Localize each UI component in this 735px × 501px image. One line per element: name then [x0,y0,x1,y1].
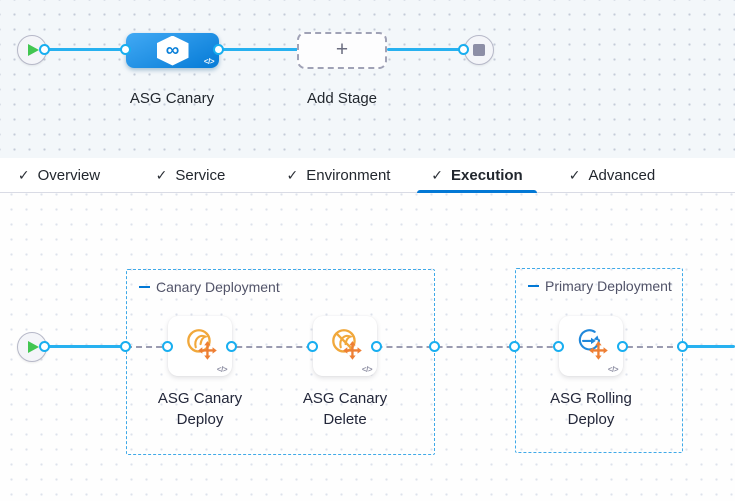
step-group-primary-deployment: Primary Deployment [515,268,683,453]
connector-line [45,48,127,51]
connector-line [387,48,465,51]
tab-environment[interactable]: ✓ Environment [270,158,407,193]
connector-port[interactable] [120,341,131,352]
tab-overview[interactable]: ✓ Overview [0,158,118,193]
add-stage-button[interactable]: + [297,32,387,69]
connector-port[interactable] [226,341,237,352]
connector-port[interactable] [39,341,50,352]
cd-infinity-hexagon-icon: ∞ [156,35,189,66]
plus-icon: + [335,38,349,61]
connector-line-dashed [126,346,683,348]
connector-port[interactable] [39,44,50,55]
connector-port[interactable] [458,44,469,55]
group-dash-icon [139,286,150,288]
tab-label: Execution [451,167,523,184]
tab-execution[interactable]: ✓ Execution [417,158,537,193]
step-asg-canary-deploy[interactable]: </> [168,316,232,376]
asg-canary-deploy-icon [187,329,217,360]
stage-node-asg-canary[interactable]: ∞ </> [126,33,219,68]
asg-canary-delete-icon [332,329,362,360]
step-label: ASG Canary Delete [302,390,388,428]
step-asg-rolling-deploy[interactable]: </> [559,316,623,376]
tab-label: Environment [306,167,391,184]
step-label: ASG Rolling Deploy [550,390,632,428]
connector-line [45,345,126,348]
connector-port[interactable] [307,341,318,352]
connector-port[interactable] [371,341,382,352]
tab-service[interactable]: ✓ Service [142,158,239,193]
tab-label: Advanced [588,167,656,184]
connector-port[interactable] [509,341,520,352]
tab-label: Overview [37,167,101,184]
connector-port[interactable] [553,341,564,352]
check-icon: ✓ [155,167,168,183]
step-group-header[interactable]: Primary Deployment [528,278,682,294]
connector-port[interactable] [429,341,440,352]
check-icon: ✓ [17,167,30,183]
execution-graph-canvas[interactable]: Canary Deployment Primary Deployment [0,193,735,501]
tab-label: Service [175,167,226,184]
stop-icon [473,44,485,56]
step-group-canary-deployment: Canary Deployment [126,269,435,455]
yaml-code-icon[interactable]: </> [203,57,215,66]
play-icon [28,44,39,56]
step-group-title: Canary Deployment [156,279,280,295]
move-arrows-icon [589,341,608,360]
check-icon: ✓ [286,167,299,183]
asg-rolling-deploy-icon [578,329,608,360]
check-icon: ✓ [431,167,444,183]
connector-line [219,48,298,51]
stage-graph-canvas[interactable]: ∞ </> ASG Canary + Add Stage [0,0,735,158]
step-group-title: Primary Deployment [545,278,672,294]
check-icon: ✓ [568,167,581,183]
yaml-code-icon[interactable]: </> [361,365,373,374]
yaml-code-icon[interactable]: </> [607,365,619,374]
connector-line [683,345,735,348]
tab-advanced[interactable]: ✓ Advanced [554,158,670,193]
step-asg-canary-delete[interactable]: </> [313,316,377,376]
pipeline-end-node[interactable] [464,35,494,65]
connector-port[interactable] [162,341,173,352]
connector-port[interactable] [120,44,131,55]
yaml-code-icon[interactable]: </> [216,365,228,374]
move-arrows-icon [198,341,217,360]
stage-label: ASG Canary [129,90,215,107]
step-label: ASG Canary Deploy [157,390,243,428]
play-icon [28,341,39,353]
connector-port[interactable] [213,44,224,55]
group-dash-icon [528,285,539,287]
add-stage-label: Add Stage [306,90,378,107]
stage-config-tabs: ✓ Overview ✓ Service ✓ Environment ✓ Exe… [0,158,735,193]
connector-port[interactable] [617,341,628,352]
step-group-header[interactable]: Canary Deployment [139,279,434,295]
connector-port[interactable] [677,341,688,352]
move-arrows-icon [343,341,362,360]
